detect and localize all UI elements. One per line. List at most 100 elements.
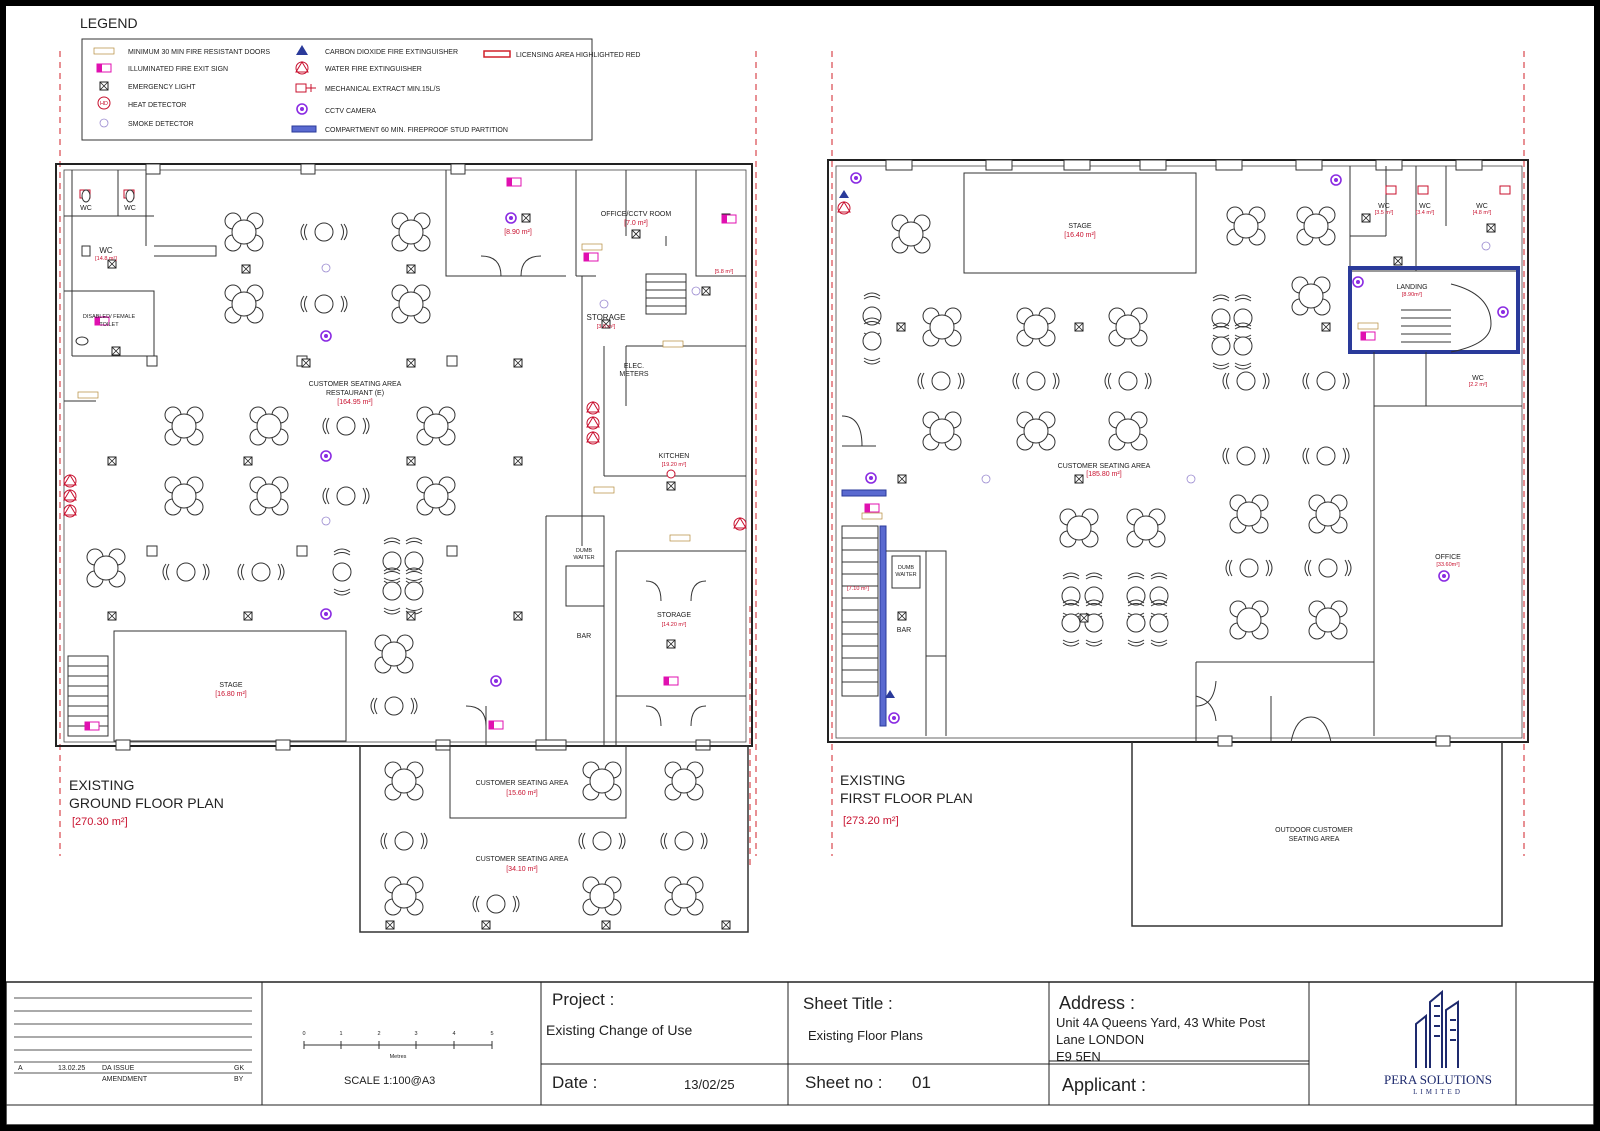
svg-text:WAITER: WAITER (573, 555, 594, 561)
gf-storage2-label: STORAGE (657, 612, 691, 619)
address-line-2: Lane LONDON (1056, 1032, 1144, 1047)
extract-fan-icon (295, 83, 316, 93)
legend-items: MINIMUM 30 MIN FIRE RESISTANT DOORS ILLU… (93, 45, 640, 134)
svg-text:[3.4 m²]: [3.4 m²] (1416, 210, 1435, 216)
legend-co2: CARBON DIOXIDE FIRE EXTINGUISHER (325, 49, 458, 56)
gf-wc3-label: WC (99, 246, 113, 255)
legend-fire-exit-sign: ILLUMINATED FIRE EXIT SIGN (128, 66, 228, 73)
gf-stage-label: STAGE (219, 682, 243, 689)
ff-dumb-waiter-label: DUMB (898, 565, 915, 571)
ff-landing-label: LANDING (1396, 284, 1427, 291)
scale-bar: 0 1 2 3 4 5 Metres SCALE 1:100@A3 (302, 1031, 493, 1087)
legend-water: WATER FIRE EXTINGUISHER (325, 66, 422, 73)
gf-disabled-label: DISABLED/ FEMALE (83, 314, 136, 320)
svg-text:[15.60 m²]: [15.60 m²] (506, 790, 538, 797)
gf-office-label: OFFICE/CCTV ROOM (601, 211, 672, 218)
rev-by: GK (234, 1065, 244, 1072)
ff-title-2: FIRST FLOOR PLAN (840, 790, 973, 806)
svg-text:[164.95 m²]: [164.95 m²] (337, 399, 372, 406)
svg-text:TOILET: TOILET (99, 322, 119, 328)
drawing-sheet: LEGEND MINIMUM 30 MIN FIRE RESISTANT DOO… (6, 6, 1594, 1125)
sheet-title-value: Existing Floor Plans (808, 1028, 923, 1043)
scale-unit: Metres (390, 1054, 407, 1060)
svg-text:[2.2 m²]: [2.2 m²] (1469, 382, 1488, 388)
gf-title-1: EXISTING (69, 777, 134, 793)
legend-smoke-detector: SMOKE DETECTOR (128, 121, 194, 128)
co2-extinguisher-icon (296, 45, 308, 55)
sheet-no-value: 01 (912, 1073, 931, 1092)
scale-text: SCALE 1:100@A3 (344, 1075, 435, 1087)
svg-text:[4.8 m²]: [4.8 m²] (1473, 210, 1492, 216)
svg-text:[3.5 m²]: [3.5 m²] (1375, 210, 1394, 216)
ff-wc2-label: WC (1419, 203, 1431, 210)
svg-text:[3.8 m²]: [3.8 m²] (597, 324, 616, 330)
svg-text:5: 5 (490, 1031, 493, 1037)
ff-wc1-label: WC (1378, 203, 1390, 210)
svg-text:4: 4 (452, 1031, 455, 1037)
legend-emergency-light: EMERGENCY LIGHT (128, 84, 196, 91)
ff-wc4-label: WC (1472, 375, 1484, 382)
ff-stage-label: STAGE (1068, 223, 1092, 230)
gf-wc2-label: WC (124, 205, 136, 212)
applicant-label: Applicant : (1062, 1075, 1146, 1095)
svg-text:HD: HD (100, 101, 108, 107)
ff-seating-label: CUSTOMER SEATING AREA (1058, 463, 1151, 470)
gf-total-area: [270.30 m²] (72, 816, 128, 828)
date-value: 13/02/25 (684, 1077, 735, 1092)
sheet-title-label: Sheet Title : (803, 994, 893, 1013)
project-value: Existing Change of Use (546, 1022, 693, 1038)
ff-wc3-label: WC (1476, 203, 1488, 210)
rev-date: 13.02.25 (58, 1065, 85, 1072)
legend-extract: MECHANICAL EXTRACT MIN.15L/S (325, 86, 440, 93)
legend-fire-door: MINIMUM 30 MIN FIRE RESISTANT DOORS (128, 49, 270, 56)
legend-partition: COMPARTMENT 60 MIN. FIREPROOF STUD PARTI… (325, 127, 508, 134)
ff-bar-label: BAR (897, 627, 911, 634)
address-label: Address : (1059, 993, 1135, 1013)
address-line-3: E9 5EN (1056, 1049, 1101, 1064)
gf-wc1-label: WC (80, 205, 92, 212)
svg-text:WAITER: WAITER (895, 572, 916, 578)
legend-licensing: LICENSING AREA HIGHLIGHTED RED (516, 52, 640, 59)
gf-storage-label: STORAGE (587, 313, 626, 322)
ff-total-area: [273.20 m²] (843, 815, 899, 827)
rev-desc: DA ISSUE (102, 1065, 135, 1072)
ground-floor-plan: WC WC WC [14.8 m²] DISABLED/ FEMALE TOIL… (55, 51, 757, 933)
gf-bar-label: BAR (577, 633, 591, 640)
legend-cctv: CCTV CAMERA (325, 108, 376, 115)
amendment-header: AMENDMENT (102, 1076, 148, 1083)
company-name: PERA SOLUTIONS (1384, 1072, 1492, 1087)
ff-title-1: EXISTING (840, 772, 905, 788)
svg-text:SEATING AREA: SEATING AREA (1289, 836, 1340, 843)
svg-text:[185.80 m²]: [185.80 m²] (1086, 471, 1121, 478)
ff-outdoor-label: OUTDOOR CUSTOMER (1275, 827, 1353, 834)
legend-box (81, 38, 593, 141)
svg-text:[33.60m²]: [33.60m²] (1436, 562, 1460, 568)
project-label: Project : (552, 990, 614, 1009)
svg-text:2: 2 (377, 1031, 380, 1037)
svg-text:[14.20 m²]: [14.20 m²] (662, 622, 687, 628)
cctv-icon (296, 103, 308, 115)
gf-dumb-waiter-label: DUMB (576, 548, 593, 554)
svg-text:[19.20 m²]: [19.20 m²] (662, 462, 687, 468)
gf-seating-label: CUSTOMER SEATING AREA (309, 381, 402, 388)
legend-title: LEGEND (80, 15, 138, 31)
svg-text:[16.80 m²]: [16.80 m²] (215, 691, 247, 698)
gf-title-2: GROUND FLOOR PLAN (69, 795, 224, 811)
gf-kitchen-label: KITCHEN (659, 453, 690, 460)
title-block: A 13.02.25 DA ISSUE GK AMENDMENT BY 0 1 … (6, 981, 1594, 1125)
gf-lobby-area: [8.90 m²] (504, 229, 532, 236)
svg-text:[7.10 m²]: [7.10 m²] (847, 586, 869, 592)
svg-text:[5.8 m²]: [5.8 m²] (715, 269, 734, 275)
svg-text:METERS: METERS (619, 371, 649, 378)
gf-outdoor2-label: CUSTOMER SEATING AREA (476, 856, 569, 863)
svg-text:[8.90m²]: [8.90m²] (1402, 292, 1423, 298)
svg-text:RESTAURANT (E): RESTAURANT (E) (326, 390, 384, 397)
by-header: BY (234, 1076, 244, 1083)
svg-text:[16.40 m²]: [16.40 m²] (1064, 232, 1096, 239)
first-floor-plan: STAGE [16.40 m²] WC [3.5 m²] WC [3.4 m²]… (827, 51, 1529, 927)
svg-text:[14.8 m²]: [14.8 m²] (95, 256, 117, 262)
sheet-no-label: Sheet no : (805, 1073, 883, 1092)
rev-letter: A (18, 1065, 23, 1072)
date-label: Date : (552, 1073, 597, 1092)
svg-text:3: 3 (414, 1031, 417, 1037)
